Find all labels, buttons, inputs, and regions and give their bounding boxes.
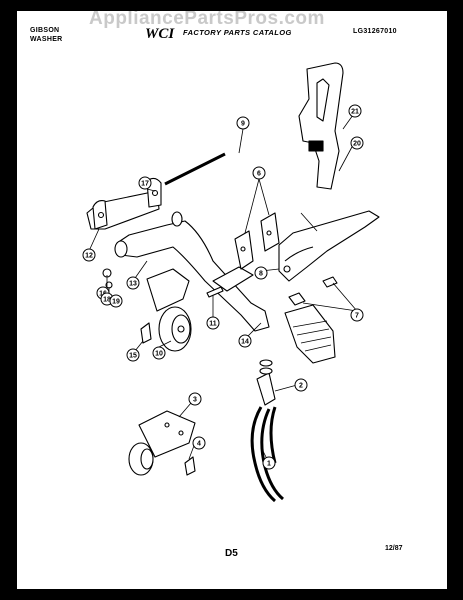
callout-circle [126, 348, 140, 362]
callout-8: 8 [254, 266, 268, 280]
callout-circle [126, 276, 140, 290]
callout-circle [262, 456, 276, 470]
product-type: WASHER [30, 36, 63, 43]
exploded-view-drawing: WCI [82, 26, 380, 503]
callout-9: 9 [236, 116, 250, 130]
screw-11 [206, 286, 224, 298]
callout-number: 10 [155, 351, 163, 358]
callout-15: 15 [126, 348, 140, 362]
callout-number: 11 [209, 321, 217, 328]
caster-fork [146, 268, 190, 312]
parts-diagram-page: AppliancePartsPros.com GIBSON WASHER FAC… [17, 11, 447, 589]
callout-circle [254, 266, 268, 280]
callout-13: 13 [126, 276, 140, 290]
watermark: AppliancePartsPros.com [89, 11, 325, 29]
catalog-part-number: LG31267010 [353, 28, 397, 35]
callout-21: 21 [348, 104, 362, 118]
callout-circle [252, 166, 266, 180]
stud-lower [288, 292, 306, 306]
callout-number: 20 [353, 141, 361, 148]
shaft-rod [164, 152, 226, 186]
callout-2: 2 [294, 378, 308, 392]
callout-circle [350, 308, 364, 322]
callout-3: 3 [188, 392, 202, 406]
callout-number: 21 [351, 109, 359, 116]
callout-number: 14 [241, 339, 249, 346]
callout-number: 8 [259, 271, 263, 278]
callout-number: 4 [197, 441, 201, 448]
callout-circle [138, 176, 152, 190]
callout-12: 12 [82, 248, 96, 262]
callout-number: 17 [141, 181, 149, 188]
screw-15 [140, 322, 152, 344]
brand-name: GIBSON [30, 27, 60, 34]
callout-1: 1 [262, 456, 276, 470]
callout-circle [109, 294, 123, 308]
callout-number: 3 [193, 397, 197, 404]
callout-circle [82, 248, 96, 262]
lid-switch-bracket [298, 62, 344, 190]
lower-caster-bracket [138, 410, 196, 458]
callout-circle [206, 316, 220, 330]
callout-number: 15 [129, 353, 137, 360]
callout-11: 11 [206, 316, 220, 330]
callout-number: 6 [257, 171, 261, 178]
callout-19: 19 [109, 294, 123, 308]
callout-number: 18 [103, 297, 111, 304]
screw-4 [184, 456, 196, 476]
callout-number: 19 [112, 299, 120, 306]
callout-circle [350, 136, 364, 150]
callout-number: 13 [129, 281, 137, 288]
svg-text:WCI: WCI [145, 26, 175, 42]
callout-4: 4 [192, 436, 206, 450]
hose [250, 406, 284, 503]
wci-logo: WCI [145, 26, 175, 42]
callout-circle [152, 346, 166, 360]
callout-circle [236, 116, 250, 130]
callout-7: 7 [350, 308, 364, 322]
callout-10: 10 [152, 346, 166, 360]
callout-number: 2 [299, 383, 303, 390]
catalog-title: FACTORY PARTS CATALOG [183, 28, 292, 37]
actuator-lever [278, 210, 380, 282]
callout-circle [294, 378, 308, 392]
callout-number: 1 [267, 461, 271, 468]
page-id: D5 [225, 548, 238, 559]
callout-number: 9 [241, 121, 245, 128]
hose-fitting [256, 372, 276, 406]
callout-6: 6 [252, 166, 266, 180]
foot-pedal [284, 304, 336, 364]
callout-14: 14 [238, 334, 252, 348]
lever-arm [116, 220, 270, 332]
callout-17: 17 [138, 176, 152, 190]
callout-number: 12 [85, 253, 93, 260]
callout-circle [238, 334, 252, 348]
callout-circle [188, 392, 202, 406]
callout-circle [192, 436, 206, 450]
callout-20: 20 [350, 136, 364, 150]
callout-circle [348, 104, 362, 118]
callout-number: 7 [355, 313, 359, 320]
catalog-date: 12/87 [385, 545, 403, 552]
stud-upper [322, 276, 338, 288]
